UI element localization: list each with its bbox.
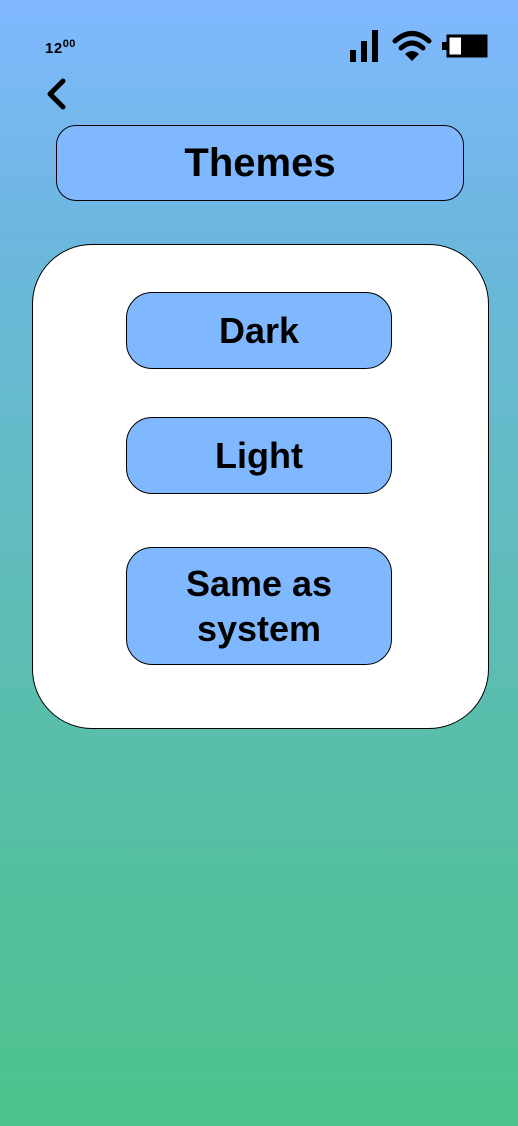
status-icons [348, 28, 488, 64]
status-time-minutes: 00 [62, 38, 76, 50]
dark-theme-button[interactable]: Dark [126, 292, 392, 369]
page-title-banner: Themes [56, 125, 464, 201]
battery-icon [442, 34, 488, 58]
dark-theme-label: Dark [218, 310, 300, 351]
cellular-signal-icon [350, 30, 378, 62]
wifi-icon [392, 31, 432, 61]
light-theme-button[interactable]: Light [126, 417, 392, 494]
status-time-hours: 12 [45, 40, 63, 57]
theme-options-card: Dark Light Same as system [32, 244, 489, 729]
light-theme-label: Light [215, 435, 303, 476]
chevron-left-icon [47, 78, 66, 110]
system-theme-label: Same as system [185, 563, 333, 649]
page-title: Themes [184, 140, 336, 185]
status-time: 1200 [45, 38, 76, 57]
back-button[interactable] [36, 74, 76, 114]
system-theme-button[interactable]: Same as system [126, 547, 392, 665]
